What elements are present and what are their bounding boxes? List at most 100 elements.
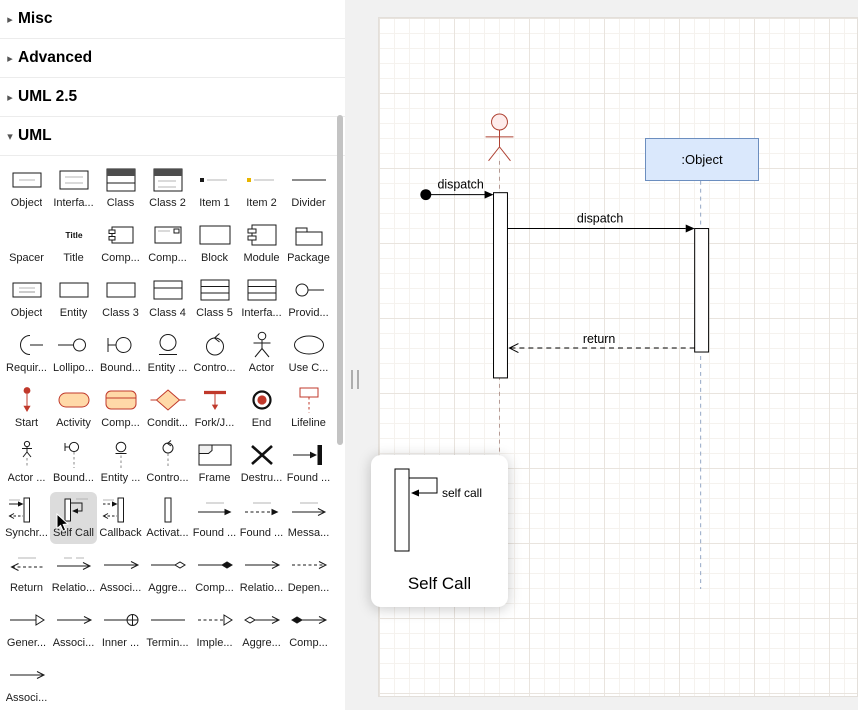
- shape-messa[interactable]: Messa...: [285, 492, 332, 544]
- comp-shape-icon: [287, 604, 331, 636]
- shape-self-call[interactable]: Self Call: [50, 492, 97, 544]
- shape-fork-j[interactable]: Fork/J...: [191, 382, 238, 434]
- shape-label: Relatio...: [51, 582, 96, 594]
- shape-entity[interactable]: Entity: [50, 272, 97, 324]
- shape-spacer[interactable]: Spacer: [3, 217, 50, 269]
- shape-contro[interactable]: Contro...: [144, 437, 191, 489]
- shape-label: Interfa...: [53, 197, 94, 209]
- shape-label: Class 5: [196, 307, 233, 319]
- section-header-misc[interactable]: ▸Misc: [0, 0, 345, 39]
- shape-lollipo[interactable]: Lollipo...: [50, 327, 97, 379]
- section-header-uml-2-5[interactable]: ▸UML 2.5: [0, 78, 345, 117]
- shape-found[interactable]: Found ...: [238, 492, 285, 544]
- shape-contro[interactable]: Contro...: [191, 327, 238, 379]
- shape-interfa[interactable]: Interfa...: [50, 162, 97, 214]
- shape-item-2[interactable]: Item 2: [238, 162, 285, 214]
- scrollbar-thumb[interactable]: [337, 115, 343, 445]
- shape-comp[interactable]: Comp...: [97, 217, 144, 269]
- shape-return[interactable]: Return: [3, 547, 50, 599]
- shape-class-5[interactable]: Class 5: [191, 272, 238, 324]
- shape-associ[interactable]: Associ...: [97, 547, 144, 599]
- shape-class-2[interactable]: Class 2: [144, 162, 191, 214]
- shape-associ[interactable]: Associ...: [3, 657, 50, 709]
- shape-lifeline[interactable]: Lifeline: [285, 382, 332, 434]
- shape-class-4[interactable]: Class 4: [144, 272, 191, 324]
- shape-label: Bound...: [100, 362, 141, 374]
- shape-label: Use C...: [288, 362, 329, 374]
- shape-actor[interactable]: Actor: [238, 327, 285, 379]
- shape-label: Module: [243, 252, 280, 264]
- synchr-shape-icon: [5, 494, 49, 526]
- shape-divider[interactable]: Divider: [285, 162, 332, 214]
- contro-shape-icon: [193, 329, 237, 361]
- shape-relatio[interactable]: Relatio...: [238, 547, 285, 599]
- shape-aggre[interactable]: Aggre...: [238, 602, 285, 654]
- shape-label: Comp...: [148, 252, 187, 264]
- shape-preview-tooltip: self call Self Call: [371, 455, 508, 607]
- shape-depen[interactable]: Depen...: [285, 547, 332, 599]
- object-shape-icon: [5, 274, 49, 306]
- shape-entity[interactable]: Entity ...: [144, 327, 191, 379]
- shape-requir[interactable]: Requir...: [3, 327, 50, 379]
- aggre-shape-icon: [146, 549, 190, 581]
- return-label: return: [583, 332, 616, 346]
- shape-activat[interactable]: Activat...: [144, 492, 191, 544]
- shape-provid[interactable]: Provid...: [285, 272, 332, 324]
- shape-entity[interactable]: Entity ...: [97, 437, 144, 489]
- requir-shape-icon: [5, 329, 49, 361]
- chevron-right-icon: ▸: [7, 91, 13, 104]
- shape-activity[interactable]: Activity: [50, 382, 97, 434]
- shape-aggre[interactable]: Aggre...: [144, 547, 191, 599]
- bound-shape-icon: [52, 439, 96, 471]
- shape-item-1[interactable]: Item 1: [191, 162, 238, 214]
- shape-use-c[interactable]: Use C...: [285, 327, 332, 379]
- shape-start[interactable]: Start: [3, 382, 50, 434]
- shape-imple[interactable]: Imple...: [191, 602, 238, 654]
- shape-interfa[interactable]: Interfa...: [238, 272, 285, 324]
- class-4-shape-icon: [146, 274, 190, 306]
- object-lifeline-box[interactable]: :Object: [645, 138, 759, 181]
- shape-object[interactable]: Object: [3, 162, 50, 214]
- shape-actor[interactable]: Actor ...: [3, 437, 50, 489]
- object-shape-icon: [5, 164, 49, 196]
- shape-associ[interactable]: Associ...: [50, 602, 97, 654]
- shape-block[interactable]: Block: [191, 217, 238, 269]
- panel-resizer-handle[interactable]: [351, 370, 359, 389]
- shape-class-3[interactable]: Class 3: [97, 272, 144, 324]
- shape-label: Termin...: [146, 637, 189, 649]
- shape-relatio[interactable]: Relatio...: [50, 547, 97, 599]
- shape-module[interactable]: Module: [238, 217, 285, 269]
- shape-label: Entity ...: [147, 362, 188, 374]
- shape-found[interactable]: Found ...: [285, 437, 332, 489]
- shape-object[interactable]: Object: [3, 272, 50, 324]
- start-shape-icon: [5, 384, 49, 416]
- class-2-shape-icon: [146, 164, 190, 196]
- shape-inner[interactable]: Inner ...: [97, 602, 144, 654]
- shape-label: Lollipo...: [53, 362, 94, 374]
- section-header-uml[interactable]: ▾UML: [0, 117, 345, 156]
- shape-callback[interactable]: Callback: [97, 492, 144, 544]
- shape-bound[interactable]: Bound...: [50, 437, 97, 489]
- shape-class[interactable]: Class: [97, 162, 144, 214]
- shape-comp[interactable]: Comp...: [144, 217, 191, 269]
- shape-condit[interactable]: Condit...: [144, 382, 191, 434]
- self-call-shape-icon: [52, 494, 96, 526]
- shape-found[interactable]: Found ...: [191, 492, 238, 544]
- shape-gener[interactable]: Gener...: [3, 602, 50, 654]
- section-header-advanced[interactable]: ▸Advanced: [0, 39, 345, 78]
- shape-comp[interactable]: Comp...: [285, 602, 332, 654]
- shape-label: Entity: [59, 307, 88, 319]
- sidebar-scrollbar[interactable]: [337, 115, 345, 705]
- shape-comp[interactable]: Comp...: [191, 547, 238, 599]
- shape-frame[interactable]: Frame: [191, 437, 238, 489]
- shape-bound[interactable]: Bound...: [97, 327, 144, 379]
- termin-shape-icon: [146, 604, 190, 636]
- shape-synchr[interactable]: Synchr...: [3, 492, 50, 544]
- shape-comp[interactable]: Comp...: [97, 382, 144, 434]
- shape-destru[interactable]: Destru...: [238, 437, 285, 489]
- activat-shape-icon: [146, 494, 190, 526]
- shape-package[interactable]: Package: [285, 217, 332, 269]
- shape-termin[interactable]: Termin...: [144, 602, 191, 654]
- shape-end[interactable]: End: [238, 382, 285, 434]
